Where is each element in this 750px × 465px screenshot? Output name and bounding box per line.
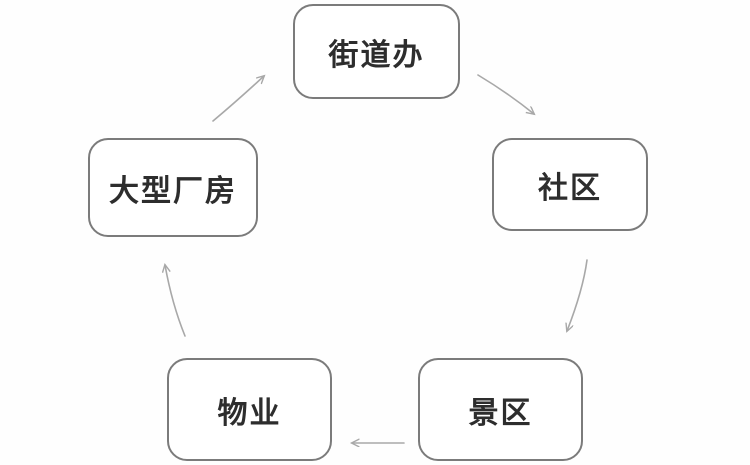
node-property: 物业 — [167, 358, 332, 461]
arrow-street-office-to-community — [477, 74, 534, 114]
node-community: 社区 — [492, 138, 648, 231]
node-large-factory-label: 大型厂房 — [109, 174, 237, 208]
node-scenic-area: 景区 — [418, 358, 583, 461]
node-large-factory: 大型厂房 — [88, 138, 258, 237]
node-street-office: 街道办 — [293, 4, 460, 99]
arrow-property-to-large-factory — [165, 265, 186, 337]
node-community-label: 社区 — [538, 171, 602, 205]
node-scenic-area-label: 景区 — [468, 396, 533, 430]
arrow-large-factory-to-street-office — [212, 76, 264, 122]
node-property-label: 物业 — [217, 396, 282, 430]
node-street-office-label: 街道办 — [328, 38, 425, 72]
arrow-community-to-scenic-area — [567, 259, 588, 331]
